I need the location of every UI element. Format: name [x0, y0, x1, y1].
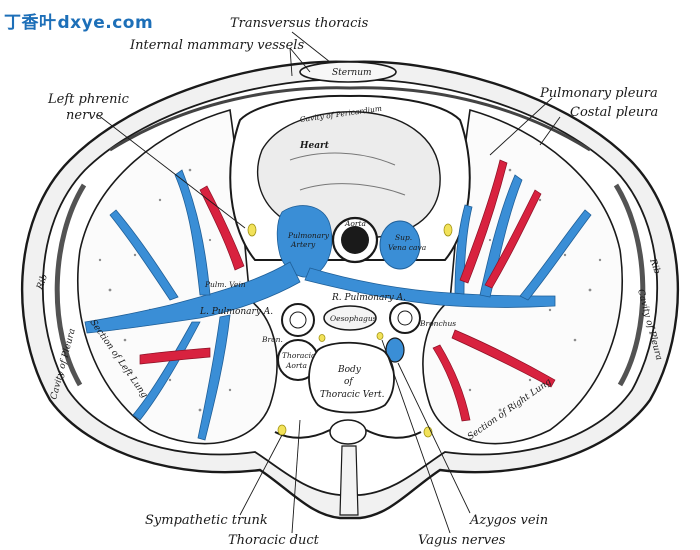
spinal-canal [329, 419, 367, 445]
spinous-process [339, 445, 359, 516]
label-aorta: Aorta [344, 219, 366, 228]
label-pulmonary-pleura: Pulmonary pleura [539, 86, 658, 101]
pulmonary-arteries [84, 169, 592, 441]
sympathetic-trunk-left [277, 424, 287, 436]
label-azygos-vein: Azygos vein [469, 513, 548, 528]
sternum [299, 61, 397, 83]
label-r-bronchus: Bronchus [419, 319, 456, 328]
watermark-domain: dxye.com [57, 13, 154, 33]
label-sup-vena-cava-1: Sup. [395, 233, 412, 242]
label-l-bronchus: Bron. [261, 335, 283, 344]
watermark-chinese: 丁香叶 [4, 13, 57, 33]
label-sup-vena-cava-2: Vena cava [388, 243, 426, 252]
transverse-process-right [365, 429, 422, 439]
right-phrenic-nerve [443, 223, 453, 237]
r-pulmonary-artery-trunk [304, 267, 556, 308]
label-thoracic-aorta-1: Thoracic [282, 351, 316, 360]
rib-band-left [54, 183, 87, 387]
l-artery-branch-up [174, 169, 211, 296]
label-sternum: Sternum [332, 68, 372, 78]
l-artery-branch-upper [109, 209, 179, 301]
label-pulmonary-artery-1: Pulmonary [287, 231, 330, 240]
sup-vena-cava [379, 220, 421, 270]
l-artery-branch-down [197, 314, 231, 441]
label-vagus-nerves: Vagus nerves [418, 533, 506, 548]
posterior-mediastinum [274, 302, 422, 516]
left-lung [77, 108, 278, 445]
label-costal-pleura: Costal pleura [570, 105, 658, 120]
left-phrenic-nerve [247, 223, 257, 237]
r-pulmonary-vein-lower-2 [432, 344, 471, 422]
label-thoracic-duct: Thoracic duct [228, 533, 320, 548]
r-artery-branch-upper [519, 209, 592, 301]
watermark-logo: 丁香叶dxye.com [4, 8, 153, 33]
label-l-pulmonary-a: L. Pulmonary A. [199, 307, 273, 317]
leader-lines [97, 31, 561, 534]
label-internal-mammary-vessels: Internal mammary vessels [129, 38, 304, 53]
right-lung [422, 108, 623, 445]
label-body-thoracic-vert-2: of [344, 377, 354, 387]
r-pulmonary-vein-lower [451, 329, 556, 388]
rib-band-right [613, 183, 646, 387]
label-sympathetic-trunk: Sympathetic trunk [145, 513, 268, 528]
label-pulm-vein-left: Pulm. Vein [204, 280, 246, 289]
l-pulmonary-vein-upper [199, 185, 245, 271]
label-heart: Heart [299, 141, 330, 151]
oesophagus [323, 305, 377, 331]
r-pulmonary-vein-upper-2 [484, 189, 542, 289]
r-pulmonary-vein-upper [459, 159, 508, 284]
l-pulmonary-artery-trunk [84, 261, 301, 334]
label-transversus-thoracis: Transversus thoracis [230, 16, 369, 31]
label-left-phrenic-nerve-2: nerve [66, 108, 104, 123]
vagus-nerve-right [376, 332, 384, 340]
label-thoracic-aorta-2: Aorta [285, 361, 307, 370]
label-body-thoracic-vert-3: Thoracic Vert. [320, 390, 385, 400]
pulmonary-veins [139, 159, 556, 422]
l-pulmonary-vein-lower [139, 347, 211, 365]
label-oesophagus: Oesophagus [330, 314, 377, 323]
label-pulmonary-artery-2: Artery [290, 240, 316, 249]
vertebral-body [308, 341, 395, 414]
great-vessels [331, 216, 421, 270]
costal-band-top [109, 86, 591, 152]
label-r-pulmonary-a: R. Pulmonary A. [331, 293, 406, 303]
label-body-thoracic-vert-1: Body [337, 365, 362, 375]
label-left-phrenic-nerve-1: Left phrenic [47, 92, 130, 107]
vagus-nerve-left [318, 334, 326, 342]
